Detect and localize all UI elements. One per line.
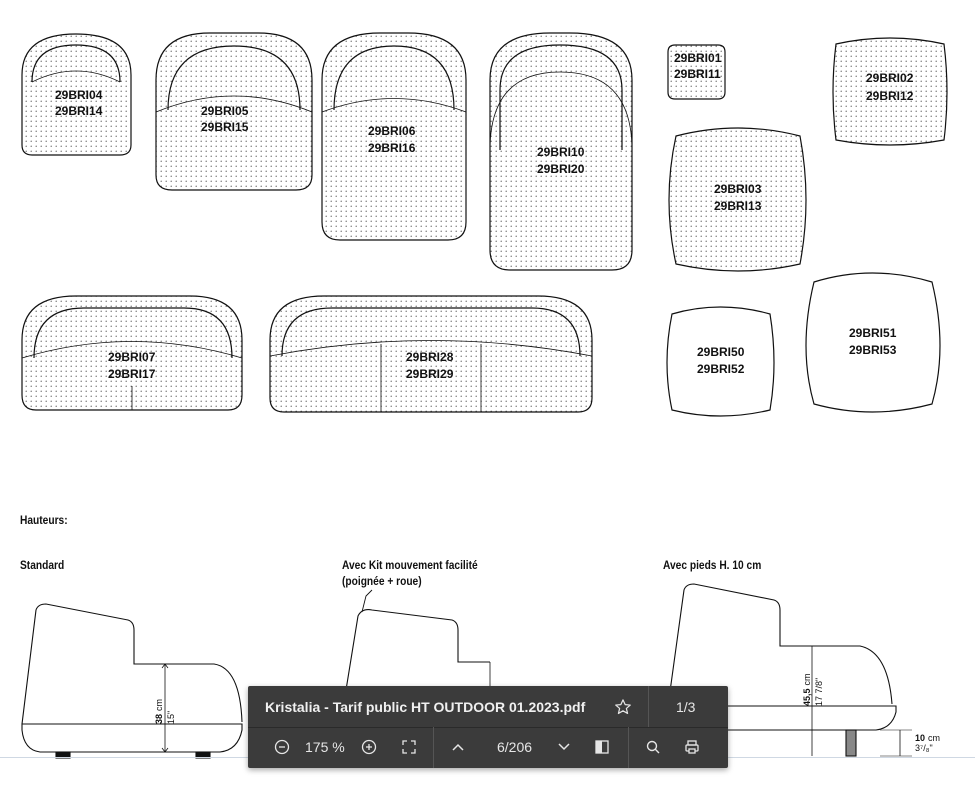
label-29bri28: 29BRI28 [406,350,454,364]
printer-icon [685,740,699,754]
label-29bri20: 29BRI20 [537,162,585,176]
module-29bri02 [832,37,948,146]
label-29bri50: 29BRI50 [697,345,745,359]
label-29bri13: 29BRI13 [714,199,762,213]
module-29bri01 [667,44,726,100]
label-29bri16: 29BRI16 [368,141,416,155]
sidebar-toggle-button[interactable] [592,737,612,757]
zoom-in-button[interactable] [359,737,379,757]
kit-label-line2: (poignée + roue) [342,574,422,588]
zoom-out-icon [274,739,290,755]
elevation-kit [345,589,491,691]
elevation-standard [21,603,243,759]
pdf-filename: Kristalia - Tarif public HT OUTDOOR 01.2… [265,699,586,715]
svg-text:45,5cm: 45,5 cm [802,673,812,706]
toolbar-title-row: Kristalia - Tarif public HT OUTDOOR 01.2… [248,686,728,728]
label-29bri05: 29BRI05 [201,104,249,118]
label-29bri12: 29BRI12 [866,89,914,103]
dim-feet-height-unit: cm [928,733,940,743]
label-29bri52: 29BRI52 [697,362,745,376]
bookmark-star-button[interactable] [612,696,634,718]
dim-feet-height: 10 [915,733,925,743]
label-29bri29: 29BRI29 [406,367,454,381]
toolbar-controls-row: 175 % 6/206 [248,727,728,768]
dim-feet-in: 17 7/8" [814,678,824,706]
module-29bri10 [489,32,633,271]
label-29bri14: 29BRI14 [55,104,103,118]
dim-standard-cm: 38 [154,714,164,724]
kit-label-line1: Avec Kit mouvement facilité [342,558,478,572]
sidebar-icon [595,740,609,754]
label-29bri07: 29BRI07 [108,350,156,364]
chevron-up-icon [452,743,464,751]
module-29bri03 [668,127,807,272]
module-29bri05 [155,32,313,191]
dim-feet-unit: cm [802,673,812,685]
fullscreen-icon [402,740,416,754]
module-29bri50 [666,306,775,417]
label-29bri11: 29BRI11 [674,67,721,81]
label-29bri04: 29BRI04 [55,88,103,102]
heights-title: Hauteurs: [20,513,68,527]
dim-standard-unit: cm [154,699,164,711]
feet-label: Avec pieds H. 10 cm [663,558,762,572]
page-indicator[interactable]: 6/206 [497,739,533,755]
product-drawings: 29BRI04 29BRI14 29BRI05 29BRI15 29BRI06 … [21,32,948,759]
previous-page-button[interactable] [448,737,468,757]
chevron-down-icon [558,743,570,751]
module-29bri28 [269,295,593,413]
label-29bri10: 29BRI10 [537,145,585,159]
svg-text:38cm: 38 cm [154,699,164,724]
module-29bri07 [21,295,243,411]
zoom-out-button[interactable] [272,737,292,757]
module-29bri04 [21,33,132,156]
zoom-in-icon [361,739,377,755]
label-29bri15: 29BRI15 [201,120,249,134]
search-button[interactable] [643,737,663,757]
search-icon [646,740,660,754]
document-pages: 1/3 [676,699,696,715]
label-29bri03: 29BRI03 [714,182,762,196]
label-29bri53: 29BRI53 [849,343,897,357]
pdf-viewer-toolbar: Kristalia - Tarif public HT OUTDOOR 01.2… [248,686,728,768]
label-29bri02: 29BRI02 [866,71,914,85]
standard-label: Standard [20,558,65,572]
label-29bri01: 29BRI01 [674,51,722,65]
label-29bri17: 29BRI17 [108,367,156,381]
zoom-level[interactable]: 175 % [305,739,345,755]
label-29bri06: 29BRI06 [368,124,416,138]
label-29bri51: 29BRI51 [849,326,897,340]
dim-feet-cm: 45,5 [802,688,812,706]
dim-feet-height-in: 3⁷/₈" [915,743,933,753]
module-29bri06 [321,32,467,241]
next-page-button[interactable] [554,737,574,757]
dim-standard-in: 15" [166,711,176,724]
print-button[interactable] [682,737,702,757]
star-icon [615,699,631,715]
fit-page-button[interactable] [399,737,419,757]
module-29bri51 [805,272,941,413]
